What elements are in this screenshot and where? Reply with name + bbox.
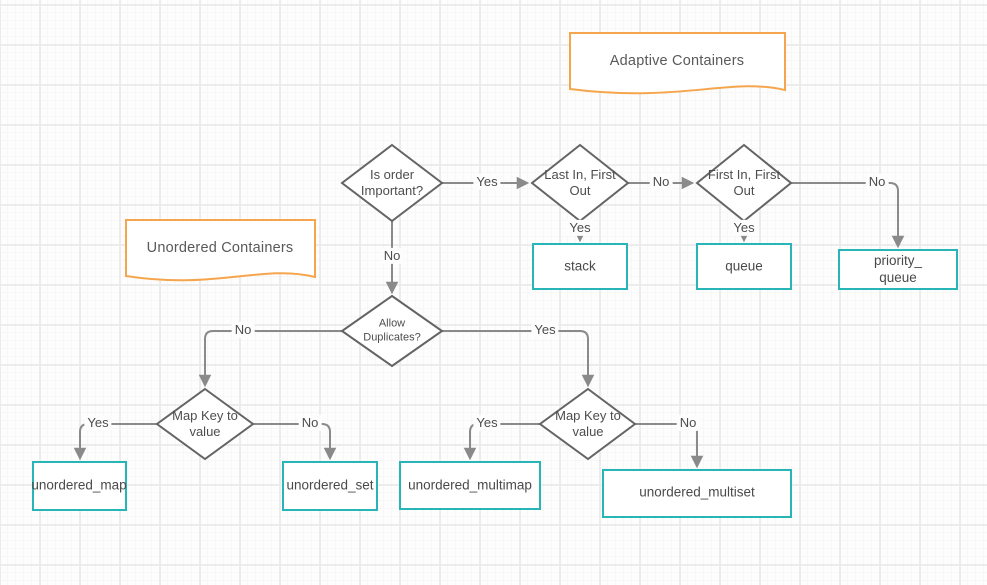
decision-map-key-right[interactable] — [538, 387, 637, 461]
result-priority-queue-box[interactable] — [838, 249, 958, 290]
decision-allow-duplicates[interactable] — [340, 294, 444, 368]
result-queue-box[interactable] — [696, 243, 792, 290]
banner-unordered-containers[interactable] — [125, 219, 316, 282]
connector-fifo-no[interactable] — [791, 182, 898, 246]
edge-label-isorder-yes: Yes — [473, 173, 501, 191]
result-stack-box[interactable] — [532, 243, 628, 290]
result-unordered-multiset-box[interactable] — [602, 469, 792, 518]
edge-label-mapleft-no: No — [298, 414, 322, 432]
result-unordered-map-box[interactable] — [32, 461, 127, 511]
decision-is-order-important[interactable] — [340, 143, 444, 223]
edge-label-isorder-no: No — [380, 247, 404, 265]
decision-last-in-first-out[interactable] — [530, 143, 630, 223]
banner-adaptive-containers[interactable] — [569, 32, 786, 95]
decision-map-key-left[interactable] — [155, 387, 255, 461]
result-unordered-multimap-box[interactable] — [399, 461, 541, 510]
edge-label-dup-yes: Yes — [531, 321, 559, 339]
result-unordered-set-box[interactable] — [282, 461, 378, 511]
edge-label-dup-no: No — [231, 321, 255, 339]
edge-label-mapright-no: No — [676, 414, 700, 432]
edge-label-fifo-no: No — [865, 173, 889, 191]
edge-label-mapright-yes: Yes — [473, 414, 501, 432]
edge-label-lifo-yes: Yes — [566, 219, 594, 237]
connector-dup-yes[interactable] — [442, 330, 588, 385]
decision-first-in-first-out[interactable] — [695, 143, 793, 223]
edge-label-mapleft-yes: Yes — [84, 414, 112, 432]
edge-label-lifo-no: No — [649, 173, 673, 191]
connector-mapleft-no[interactable] — [253, 423, 330, 458]
connector-dup-no[interactable] — [205, 330, 342, 385]
edge-label-fifo-yes: Yes — [730, 219, 758, 237]
